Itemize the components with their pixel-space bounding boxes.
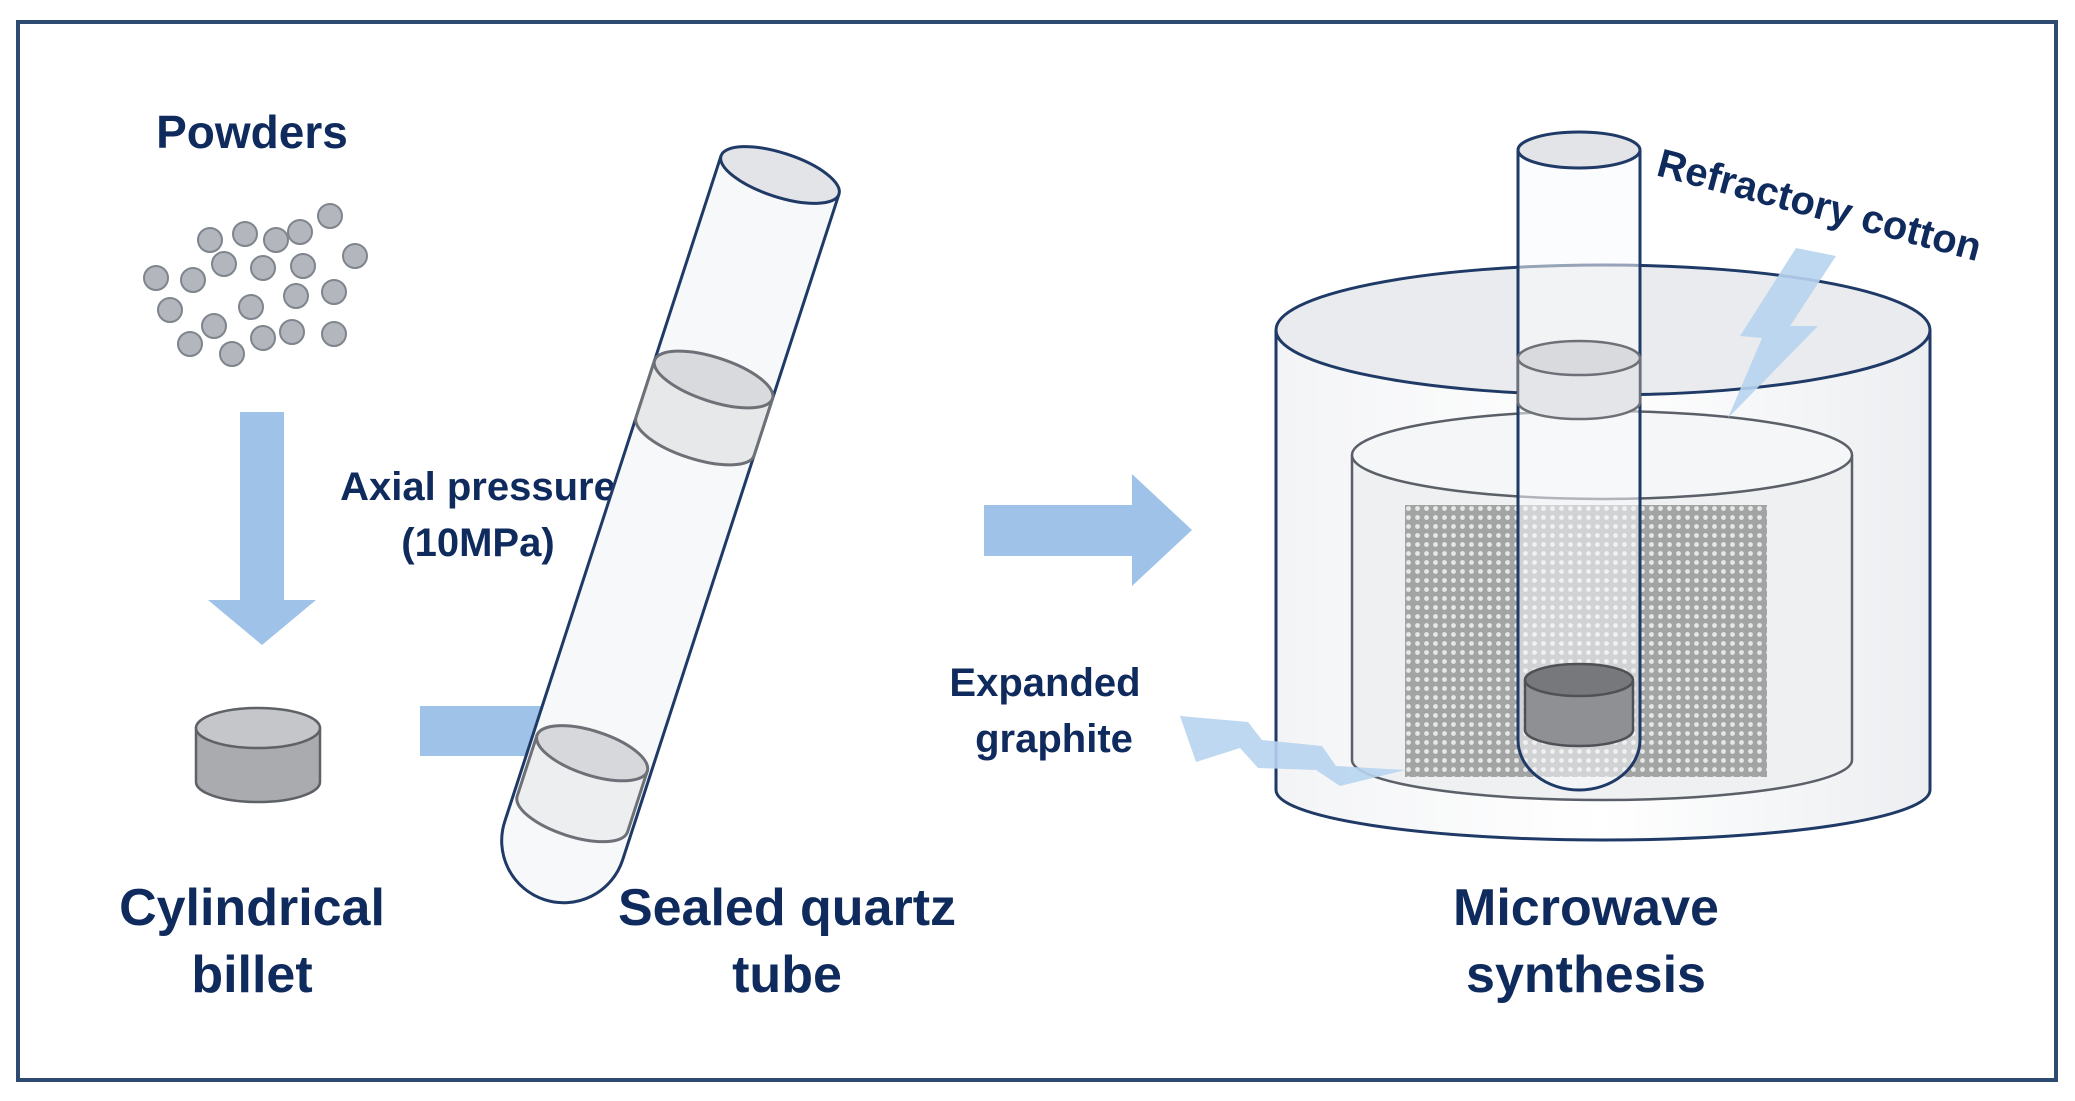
tube-billet: [515, 724, 650, 844]
powder-particle: [321, 279, 347, 305]
vertical-tube-opening: [1516, 130, 1642, 170]
powder-particle: [279, 319, 305, 345]
axial-pressure-label-line1: Axial pressure: [340, 465, 616, 509]
powder-particle: [143, 265, 169, 291]
powder-particle: [263, 227, 289, 253]
powder-particle: [283, 283, 309, 309]
tube-label-line2: tube: [732, 946, 842, 1004]
cylindrical-billet: [194, 706, 322, 804]
sealed-quartz-tube: [500, 145, 841, 905]
powder-particle: [342, 243, 368, 269]
axial-pressure-label-line2: (10MPa): [401, 521, 554, 565]
expanded-graphite-label-line2: graphite: [975, 717, 1133, 761]
tube-opening: [719, 145, 841, 205]
billet-label-line2: billet: [191, 946, 312, 1004]
powder-particle: [211, 251, 237, 277]
powder-particle: [232, 221, 258, 247]
microwave-label-line1: Microwave: [1453, 879, 1719, 937]
powder-particle: [157, 297, 183, 323]
powder-particle: [177, 331, 203, 357]
microwave-setup: [1274, 130, 1932, 842]
refractory-pointer: [1728, 248, 1836, 418]
powder-particle: [250, 325, 276, 351]
expanded-graphite-pointer: [1180, 716, 1405, 786]
powder-particle: [197, 227, 223, 253]
powder-particle: [201, 313, 227, 339]
right-arrow-2: [984, 474, 1192, 586]
powder-particle: [321, 321, 347, 347]
tube-plug: [634, 349, 775, 467]
billet-label-line1: Cylindrical: [119, 879, 385, 937]
powders-label: Powders: [156, 106, 348, 158]
vertical-tube-billet: [1523, 662, 1635, 748]
powder-particle: [317, 203, 343, 229]
tube-label-line1: Sealed quartz: [618, 879, 956, 937]
powder-particle: [219, 341, 245, 367]
powder-particle: [180, 267, 206, 293]
down-arrow: [208, 412, 316, 645]
powder-particle: [238, 294, 264, 320]
powder-particle: [287, 219, 313, 245]
microwave-label-line2: synthesis: [1466, 946, 1706, 1004]
vertical-tube-plug: [1516, 339, 1642, 421]
powder-particles: [143, 203, 368, 367]
powder-particle: [250, 255, 276, 281]
powder-particle: [290, 253, 316, 279]
expanded-graphite-label-line1: Expanded: [949, 661, 1140, 705]
